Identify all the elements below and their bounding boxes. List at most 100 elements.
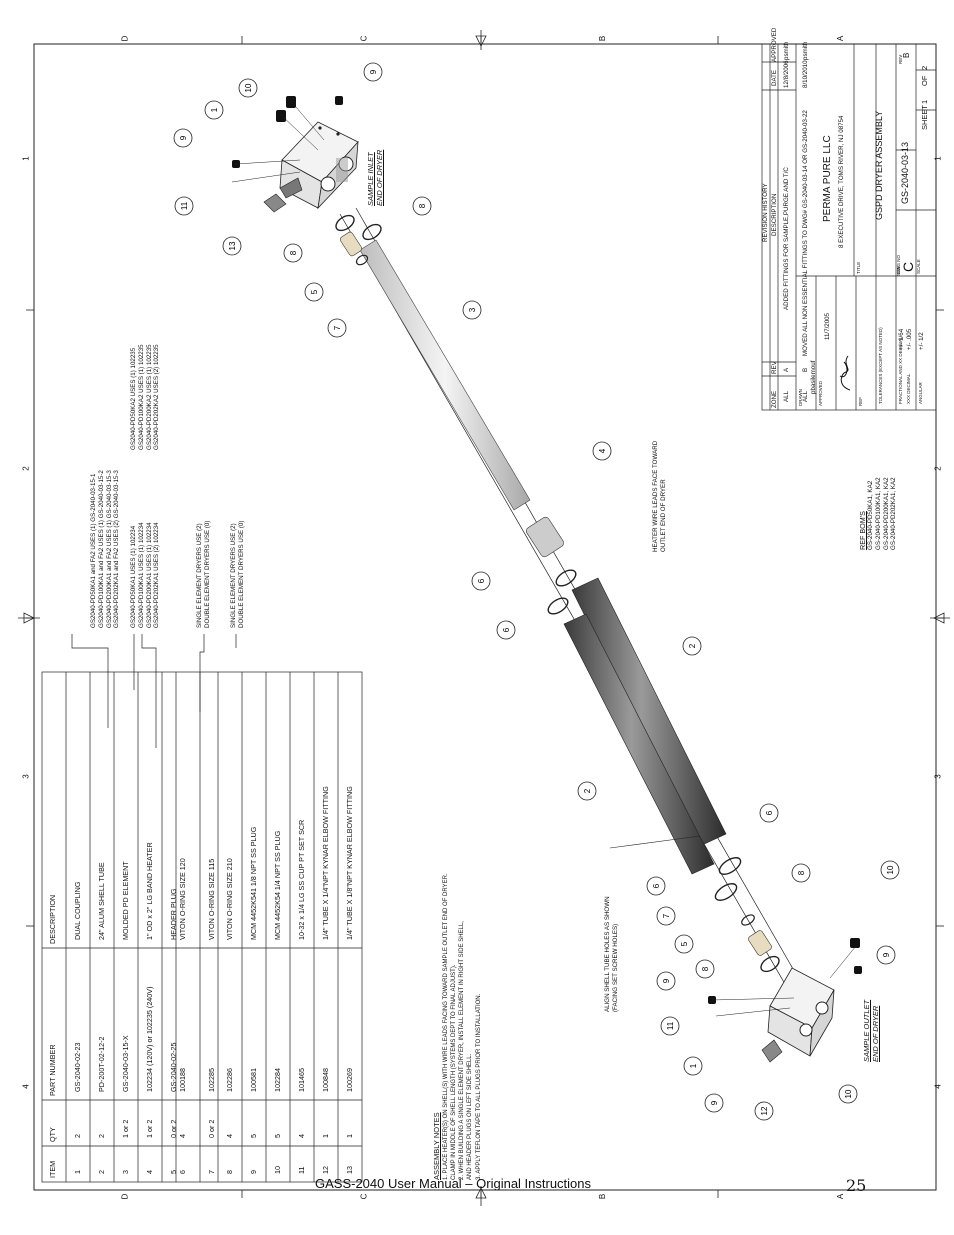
angular-value: +/- 1/2: [918, 332, 925, 350]
balloon-circle: [674, 934, 694, 954]
balloon-circle: [327, 318, 347, 338]
table-cell: 12: [321, 1166, 330, 1174]
zone-label-left: 3: [21, 774, 31, 779]
balloon-number: 2: [583, 788, 592, 793]
align-note: ALIGN SHELL TUBE HOLES AS SHOWN(FACING S…: [604, 896, 619, 1012]
rev-header-desc: DESCRIPTION: [771, 193, 778, 236]
table-cell: 0 or 2: [207, 1119, 216, 1138]
balloon-number: 2: [688, 643, 697, 648]
table-cell: 13: [345, 1166, 354, 1174]
table-header: DESCRIPTION: [48, 894, 57, 944]
tolerances-label: TOLERANCES (EXCEPT AS NOTED): [878, 327, 883, 404]
table-cell: 102284: [273, 1068, 282, 1092]
balloon-number: 10: [244, 83, 253, 92]
table-cell: 100848: [321, 1068, 330, 1092]
balloon-circle: [496, 620, 516, 640]
table-cell: 1: [321, 1134, 330, 1138]
note-line: GS2040-PD200KA1 and FA2 USES (1) GS-2040…: [105, 470, 113, 628]
balloon-circle: [876, 945, 896, 965]
table-cell: 1/4" TUBE X 1/8"NPT KYNAR ELBOW FITTING: [345, 786, 354, 940]
table-cell: VITON O-RING SIZE 120: [178, 858, 187, 940]
parts-table-grid: [41, 671, 363, 1183]
balloon-circle: [656, 971, 676, 991]
balloon-circle: [412, 196, 432, 216]
table-cell: 4: [297, 1134, 306, 1138]
footer-text: GASS-2040 User Manual – Original Instruc…: [315, 1176, 592, 1191]
balloon-number: 1: [689, 1063, 698, 1068]
rev-b-date: 8/10/2010: [802, 60, 809, 88]
rev-header-rev: REV: [771, 361, 778, 374]
table-cell: 102234 (120V) or 102235 (240V): [145, 986, 154, 1093]
balloon-circle: [646, 876, 666, 896]
rev-a-zone: ALL: [783, 390, 790, 402]
table-cell: 100188: [178, 1068, 187, 1092]
rev-value: B: [902, 52, 911, 58]
drawing-title: GSPD DRYER ASSEMBLY: [874, 110, 884, 220]
table-cell: 10: [273, 1166, 282, 1174]
note-line: 2. WHEN BUILDING A SINGLE ELEMENT DRYER,…: [459, 921, 466, 1180]
table-cell: 9: [249, 1170, 258, 1174]
balloon-circle: [592, 441, 612, 461]
scale-label: SCALE: [916, 259, 921, 274]
xxx-value: +/- .005: [906, 328, 913, 350]
table-cell: 2: [73, 1134, 82, 1138]
ref-label: REF: [858, 397, 863, 406]
zone-label-top: A: [836, 35, 846, 42]
balloon-number: 4: [598, 448, 607, 453]
table-cell: 24" ALUM SHELL TUBE: [97, 862, 106, 940]
balloon-number: 1: [210, 107, 219, 112]
table-cell: GS-2040-02-23: [73, 1042, 82, 1092]
balloon-number: 11: [180, 201, 189, 210]
balloon-number: 8: [289, 250, 298, 255]
table-cell: 1" OD x 2" LG BAND HEATER: [145, 842, 154, 940]
balloon-number: 9: [662, 978, 671, 983]
note-line: GS2040-PD200KA2 USES (1) 102235: [145, 344, 153, 450]
balloon-circle: [363, 62, 383, 82]
zone-label-right: 1: [933, 156, 943, 161]
note-line: DOUBLE ELEMENT DRYERS USE (0): [203, 520, 211, 628]
title-label: TITLE: [856, 261, 861, 274]
title-block-grid: [761, 43, 937, 411]
balloon-number: 5: [310, 289, 319, 294]
table-header: QTY: [48, 1127, 57, 1142]
balloon-circle: [471, 571, 491, 591]
table-cell: 2: [97, 1134, 106, 1138]
balloon-number: 7: [333, 325, 342, 330]
company-address: 8 EXECUTIVE DRIVE, TOMS RIVER, NJ 08754: [838, 115, 845, 248]
zone-label-right: 2: [933, 466, 943, 471]
table-cell: 1: [345, 1134, 354, 1138]
balloon-circle: [682, 636, 702, 656]
balloon-number: 3: [468, 307, 477, 312]
zone-label-left: 4: [21, 1084, 31, 1089]
zone-label-left: 2: [21, 466, 31, 471]
note-line: GS2040-PD100KA1 and FA2 USES (1) GS-2040…: [97, 470, 105, 628]
table-cell: 4: [178, 1134, 187, 1138]
size-value: C: [900, 261, 916, 272]
signature: [836, 352, 854, 392]
balloon-number: 9: [882, 952, 891, 957]
table-cell: 6: [178, 1170, 187, 1174]
balloon-number: 9: [369, 69, 378, 74]
balloon-number: 6: [652, 883, 661, 888]
balloon-circle: [204, 100, 224, 120]
note-line: GS2040-PD100KA1 USES (1) 102234: [137, 522, 145, 628]
balloon-circle: [283, 243, 303, 263]
table-cell: 11: [297, 1166, 306, 1174]
balloon-circle: [656, 906, 676, 926]
table-cell: PD-200T-02-12-2: [97, 1036, 106, 1092]
sheet-label: SHEET: [920, 104, 929, 130]
table-cell: 7: [207, 1170, 216, 1174]
table-cell: GS-2040-03-15-X: [121, 1035, 130, 1092]
of-value: 2: [920, 65, 929, 70]
note-line: GS2040-PD50KA1 and FA2 USES (1) GS-2040-…: [90, 473, 97, 628]
center-marks: [18, 30, 950, 1206]
balloon-number: 5: [680, 941, 689, 946]
balloon-number: 7: [662, 913, 671, 918]
balloon-circle: [754, 1101, 774, 1121]
table-cell: 4: [145, 1170, 154, 1174]
table-header: PART NUMBER: [48, 1044, 57, 1096]
